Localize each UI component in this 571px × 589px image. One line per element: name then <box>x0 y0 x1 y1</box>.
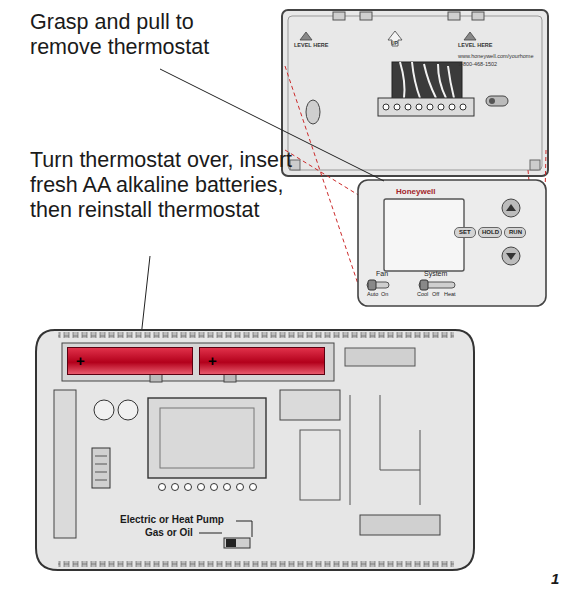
thermostat-front: HoneywellFanAutoOn SystemCool Off Heat SET HO… <box>358 180 546 306</box>
thermostat-back: Electric or Heat PumpGas or Oil + + <box>35 328 475 572</box>
polarity-mark: + <box>76 353 85 370</box>
web-address: www.honeywell.com/yourhome <box>458 53 534 59</box>
hold-button: HOLD <box>478 227 502 238</box>
switch-position: On <box>381 291 388 297</box>
callout-text: Turn thermostat over, insert fresh AA al… <box>30 148 298 223</box>
switch-position: Off <box>432 291 439 297</box>
button-label: SET <box>459 229 471 236</box>
switch-position: Cool <box>417 291 428 297</box>
polarity-mark: + <box>208 353 217 370</box>
switch-label: System <box>424 270 447 278</box>
set-button: SET <box>454 227 476 238</box>
wallplate <box>282 10 548 176</box>
page-number: 1 <box>551 571 559 587</box>
button-label: RUN <box>509 229 522 236</box>
level-mark: LEVEL HERE <box>294 42 328 48</box>
switch-label: Gas or Oil <box>145 527 193 538</box>
switch-label: Electric or Heat Pump <box>120 514 224 525</box>
switch-position: Auto <box>367 291 378 297</box>
aa-battery: + <box>199 347 325 375</box>
thermostat-back <box>36 330 474 570</box>
callout-text: Grasp and pull to remove thermostat <box>30 10 245 60</box>
brand-name: Honeywell <box>396 188 436 197</box>
aa-battery: + <box>67 347 193 375</box>
button-label: HOLD <box>482 229 499 236</box>
level-mark: LEVEL HERE <box>458 42 492 48</box>
wall-plate: LEVEL HERE LEVEL HERE UP www.honeywell.com/… <box>282 10 548 176</box>
run-button: RUN <box>504 227 526 238</box>
up-mark: UP <box>391 41 398 47</box>
thermostat-front <box>358 180 546 306</box>
switch-label: Fan <box>376 270 388 278</box>
phone-number: 1-800-468-1502 <box>458 61 497 67</box>
switch-position: Heat <box>444 291 456 297</box>
